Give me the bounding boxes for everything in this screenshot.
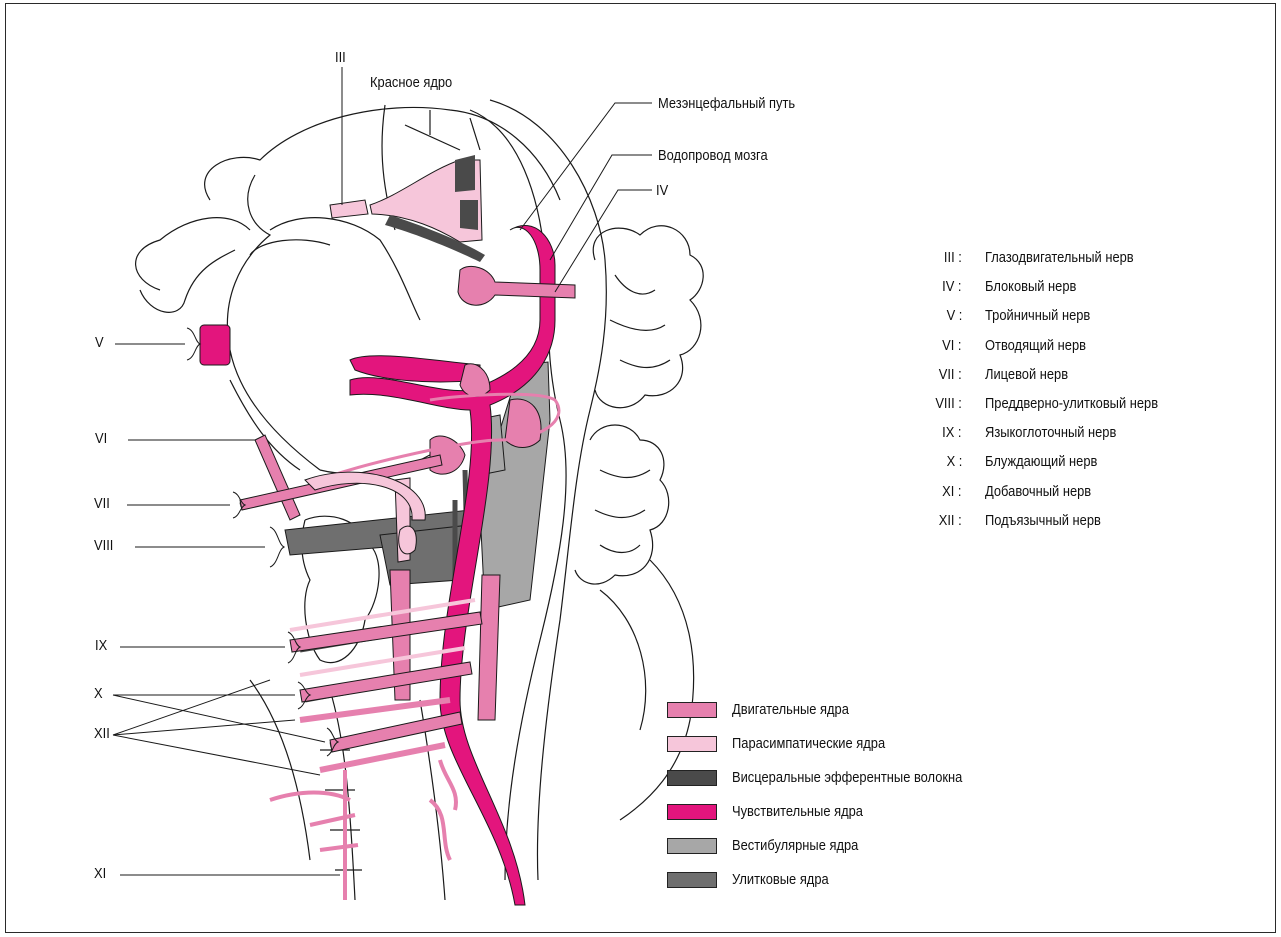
nerve-key-name: Глазодвигательный нерв: [985, 249, 1134, 266]
legend-label: Парасимпатические ядра: [732, 735, 885, 752]
nerve-key-roman: IX :: [943, 424, 962, 441]
nerve-key-roman: VII :: [939, 366, 962, 383]
label-xi: XI: [94, 865, 106, 882]
legend-label: Двигательные ядра: [732, 701, 849, 718]
nerve-key-row: IV :: [0, 278, 962, 298]
label-iii-top: III: [335, 49, 346, 66]
nerve-key-name: Преддверно-улитковый нерв: [985, 395, 1158, 412]
label-viii: VIII: [94, 537, 113, 554]
nerve-key-row: IX :: [0, 424, 962, 444]
nerve-key-roman: XI :: [943, 483, 962, 500]
nerve-key-roman: X :: [946, 453, 962, 470]
legend-label: Висцеральные эфферентные волокна: [732, 769, 962, 786]
legend-swatch: [667, 838, 717, 854]
nerve-key-row: X :: [0, 453, 962, 473]
legend-swatch: [667, 804, 717, 820]
nerve-key-row: VIII :: [0, 395, 962, 415]
nerve-key-row: III :: [0, 249, 962, 269]
label-iv-top: IV: [656, 182, 668, 199]
nerve-key-row: V :: [0, 307, 962, 327]
nerve-key-name: Отводящий нерв: [985, 337, 1086, 354]
legend-label: Вестибулярные ядра: [732, 837, 858, 854]
nerve-key-name: Блоковый нерв: [985, 278, 1076, 295]
legend-swatch: [667, 770, 717, 786]
nerve-key-roman: V :: [946, 307, 962, 324]
legend-swatch: [667, 872, 717, 888]
label-xii: XII: [94, 725, 110, 742]
nerve-key-name: Добавочный нерв: [985, 483, 1091, 500]
nerve-key-name: Лицевой нерв: [985, 366, 1068, 383]
nerve-key-row: XI :: [0, 483, 962, 503]
nerve-key-row: VII :: [0, 366, 962, 386]
nerve-key-row: XII :: [0, 512, 962, 532]
nerve-key-name: Языкоглоточный нерв: [985, 424, 1116, 441]
legend-swatch: [667, 736, 717, 752]
nerve-key-roman: XII :: [939, 512, 962, 529]
nerve-key-name: Блуждающий нерв: [985, 453, 1097, 470]
legend-swatch: [667, 702, 717, 718]
nerve-key-roman: VIII :: [935, 395, 962, 412]
legend-label: Чувствительные ядра: [732, 803, 863, 820]
nerve-key-name: Тройничный нерв: [985, 307, 1090, 324]
label-x: X: [94, 685, 103, 702]
legend-label: Улитковые ядра: [732, 871, 829, 888]
nerve-key-name: Подъязычный нерв: [985, 512, 1101, 529]
nerve-key-roman: VI :: [943, 337, 962, 354]
label-mesencephalic-tract: Мезэнцефальный путь: [658, 95, 795, 112]
label-red-nucleus: Красное ядро: [370, 74, 452, 91]
label-aqueduct: Водопровод мозга: [658, 147, 768, 164]
label-ix: IX: [95, 637, 107, 654]
nerve-key-roman: IV :: [943, 278, 962, 295]
nerve-key-roman: III :: [944, 249, 962, 266]
nerve-key-row: VI :: [0, 337, 962, 357]
